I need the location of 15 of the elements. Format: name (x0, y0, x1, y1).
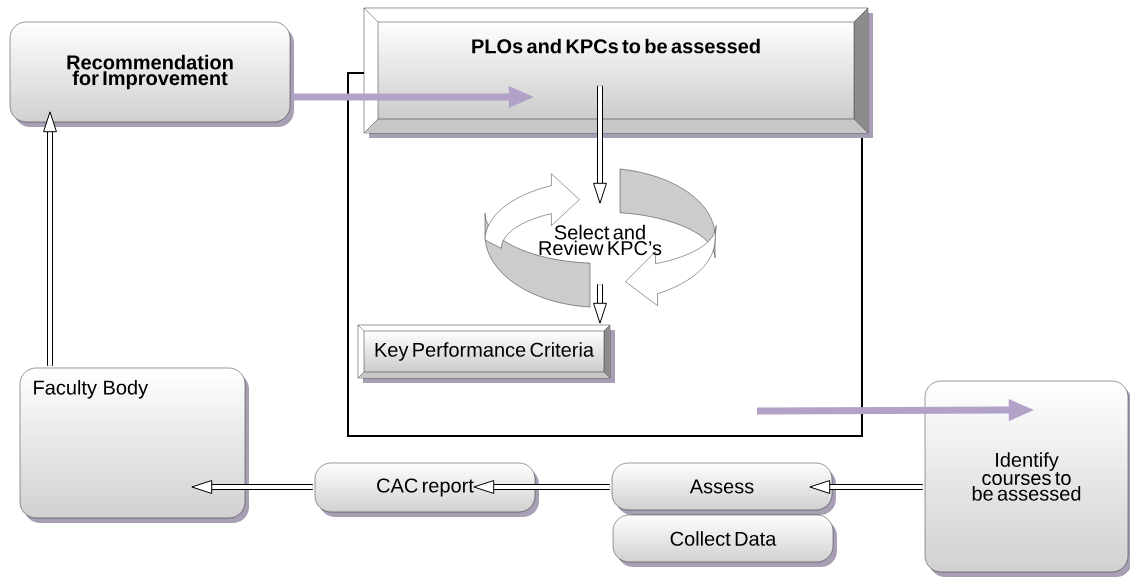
arrow (593, 284, 607, 324)
arrow (809, 480, 923, 494)
process-box: CAC report (314, 462, 539, 517)
criteria-box: Key Performance Criteria (357, 324, 615, 383)
process-box: Collect Data (612, 514, 837, 567)
cycle-drawing: Select and Review KPC’s (484, 168, 717, 308)
process-box: Faculty Body (19, 367, 249, 523)
arrow (43, 111, 57, 366)
arrow (593, 85, 607, 204)
arrow (473, 480, 610, 494)
process-box: Recommendation for Improvement (9, 21, 294, 127)
arrow (191, 480, 313, 494)
process-box: Identify courses to be assessed (924, 380, 1130, 577)
process-box: Assess (611, 462, 836, 515)
heading-box: PLOs and KPCs to be assessed (363, 7, 873, 138)
